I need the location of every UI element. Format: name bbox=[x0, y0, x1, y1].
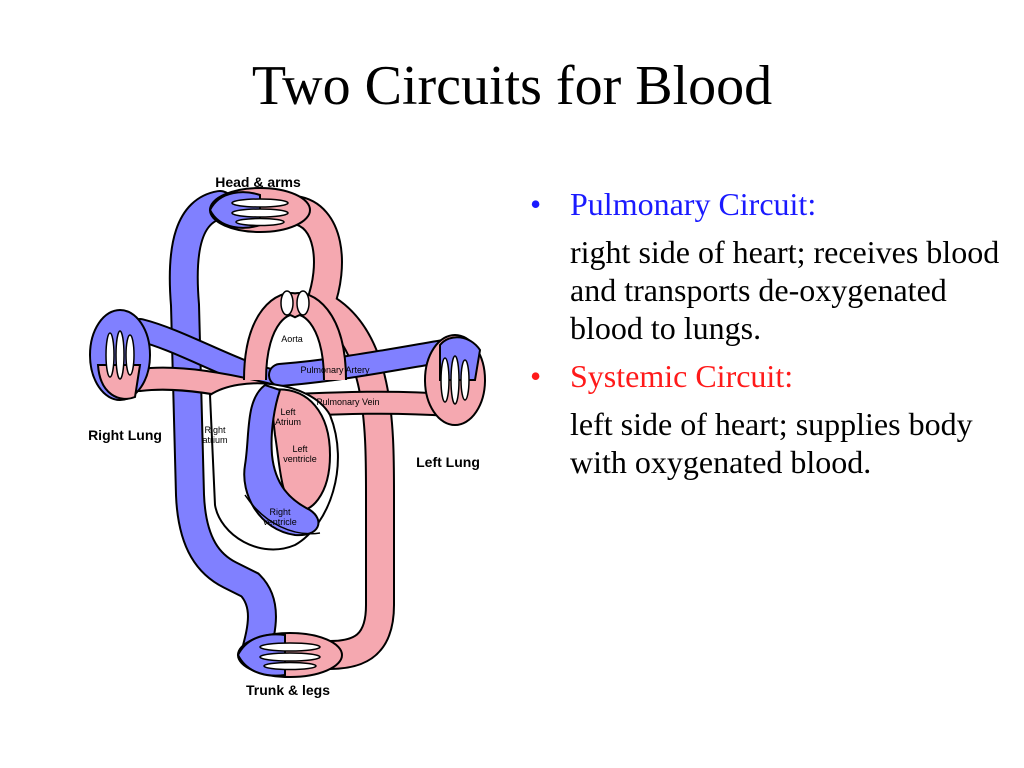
circulation-svg: Head & arms Trunk & legs Right Lung Left… bbox=[88, 174, 486, 698]
bullet-list: • Pulmonary Circuit: right side of heart… bbox=[530, 185, 1000, 491]
bullet-marker: • bbox=[530, 358, 542, 394]
bullet-pulmonary: • Pulmonary Circuit: bbox=[530, 185, 1000, 223]
label-pulmonary-artery: Pulmonary Artery bbox=[300, 365, 370, 375]
right-heart-chambers bbox=[243, 383, 320, 537]
label-right-atrium-2: atrium bbox=[202, 435, 227, 445]
label-right-ventricle-2: ventricle bbox=[263, 517, 297, 527]
label-left-ventricle-2: ventricle bbox=[283, 454, 317, 464]
label-pulmonary-vein: Pulmonary Vein bbox=[316, 397, 379, 407]
slide-title: Two Circuits for Blood bbox=[251, 55, 773, 117]
bullet-heading-systemic: Systemic Circuit: bbox=[570, 358, 794, 394]
label-left-ventricle-1: Left bbox=[292, 444, 308, 454]
label-right-atrium-1: Right bbox=[204, 425, 226, 435]
bullet-systemic: • Systemic Circuit: bbox=[530, 357, 1000, 395]
left-heart-chambers bbox=[268, 388, 332, 512]
label-left-atrium-1: Left bbox=[280, 407, 296, 417]
circulation-diagram: Head & arms Trunk & legs Right Lung Left… bbox=[80, 165, 500, 705]
bullet-marker: • bbox=[530, 186, 542, 222]
bullet-body-pulmonary: right side of heart; receives blood and … bbox=[570, 234, 1000, 346]
label-head-arms: Head & arms bbox=[215, 174, 301, 190]
label-trunk-legs: Trunk & legs bbox=[246, 682, 330, 698]
bullet-body-systemic: left side of heart; supplies body with o… bbox=[570, 406, 973, 480]
label-left-atrium-2: Atrium bbox=[275, 417, 301, 427]
label-right-lung: Right Lung bbox=[88, 427, 162, 443]
label-left-lung: Left Lung bbox=[416, 454, 480, 470]
label-aorta: Aorta bbox=[281, 334, 303, 344]
bullet-heading-pulmonary: Pulmonary Circuit: bbox=[570, 186, 817, 222]
label-right-ventricle-1: Right bbox=[269, 507, 291, 517]
